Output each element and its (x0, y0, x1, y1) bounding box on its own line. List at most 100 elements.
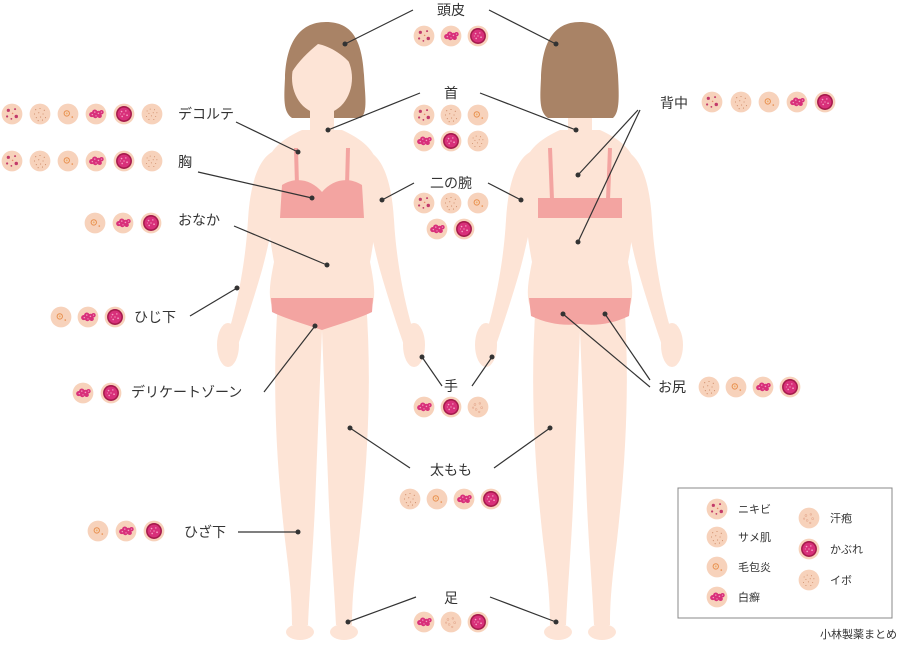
folliculitis-icon (706, 556, 728, 578)
rash-icon (440, 130, 462, 152)
legend-folliculitis: 毛包炎 (738, 561, 771, 574)
icons-hand (413, 396, 489, 418)
front-left-arm (222, 152, 280, 362)
folliculitis-icon (725, 376, 747, 398)
folliculitis-icon (467, 192, 489, 214)
label-hand: 手 (444, 379, 458, 395)
front-right-hand (403, 323, 425, 367)
shark-skin-icon (399, 488, 421, 510)
acne-icon (701, 91, 723, 113)
folliculitis-icon (84, 212, 106, 234)
label-chest: 胸 (178, 155, 192, 171)
region-labels: 頭皮 首 デコルテ 胸 二の腕 背中 おなか ひじ下 手 デリケートゾーン お尻… (131, 3, 688, 607)
icons-decollete (1, 103, 163, 125)
icons-underelbow (50, 306, 126, 328)
ringworm-icon (112, 212, 134, 234)
miliaria-icon (798, 507, 820, 529)
rash-icon (140, 212, 162, 234)
ringworm-icon (85, 150, 107, 172)
back-left-hand (475, 323, 497, 367)
icons-thigh (399, 488, 502, 510)
back-right-hand (661, 323, 683, 367)
ringworm-icon (72, 382, 94, 404)
rash-icon (113, 150, 135, 172)
label-underelbow: ひじ下 (134, 310, 176, 326)
label-belly: おなか (178, 213, 220, 229)
folliculitis-icon (57, 150, 79, 172)
shark-skin-icon (698, 376, 720, 398)
ringworm-icon (752, 376, 774, 398)
front-right-foot (330, 624, 358, 640)
shark-skin-icon (730, 91, 752, 113)
wart-icon (141, 103, 163, 125)
label-decollete: デコルテ (178, 106, 234, 123)
legend-rash: かぶれ (830, 543, 863, 556)
icons-neck (413, 104, 489, 152)
icons-buttocks (698, 376, 801, 398)
icons-upperarm (413, 192, 489, 240)
acne-icon (413, 25, 435, 47)
folliculitis-icon (57, 103, 79, 125)
rash-icon (798, 538, 820, 560)
back-legs (533, 300, 627, 625)
wart-icon (798, 569, 820, 591)
ringworm-icon (453, 488, 475, 510)
rash-icon (779, 376, 801, 398)
label-buttocks: お尻 (658, 380, 686, 396)
credit: 小林製薬まとめ (820, 627, 897, 641)
ringworm-icon (115, 520, 137, 542)
icons-underknee (87, 520, 165, 542)
label-upperarm: 二の腕 (430, 176, 472, 192)
label-scalp: 頭皮 (437, 3, 465, 19)
folliculitis-icon (87, 520, 109, 542)
rash-icon (467, 25, 489, 47)
front-left-hand (217, 323, 239, 367)
folliculitis-icon (50, 306, 72, 328)
front-left-foot (286, 624, 314, 640)
miliaria-icon (467, 396, 489, 418)
back-panties (529, 298, 631, 325)
legend-acne: ニキビ (738, 503, 771, 516)
front-face (292, 42, 352, 114)
back-bra (538, 147, 622, 218)
acne-icon (1, 103, 23, 125)
rash-icon (814, 91, 836, 113)
ringworm-icon (85, 103, 107, 125)
back-hair (540, 22, 619, 118)
front-legs (275, 300, 369, 625)
label-underknee: ひざ下 (184, 524, 226, 541)
leader-dots (234, 41, 608, 625)
label-thigh: 太もも (430, 463, 472, 479)
rash-icon (104, 306, 126, 328)
shark-skin-icon (440, 192, 462, 214)
icons-scalp (413, 25, 489, 47)
label-delicate: デリケートゾーン (131, 384, 242, 401)
acne-icon (413, 104, 435, 126)
folliculitis-icon (758, 91, 780, 113)
front-panties (271, 298, 373, 330)
rash-icon (480, 488, 502, 510)
miliaria-icon (440, 611, 462, 633)
back-figure (475, 22, 683, 640)
legend-miliaria: 汗疱 (830, 511, 852, 525)
folliculitis-icon (426, 488, 448, 510)
rash-icon (100, 382, 122, 404)
back-right-foot (588, 624, 616, 640)
ringworm-icon (413, 130, 435, 152)
label-back: 背中 (660, 96, 688, 112)
ringworm-icon (706, 586, 728, 608)
rash-icon (453, 218, 475, 240)
ringworm-icon (786, 91, 808, 113)
legend-shark: サメ肌 (738, 531, 771, 544)
front-bra (280, 147, 364, 218)
back-left-arm (480, 152, 538, 362)
wart-icon (141, 150, 163, 172)
shark-skin-icon (29, 150, 51, 172)
front-hair-top (292, 28, 356, 72)
icons-foot (413, 611, 489, 633)
rash-icon (440, 396, 462, 418)
front-figure (217, 22, 425, 640)
ringworm-icon (426, 218, 448, 240)
legend-wart: イボ (830, 574, 852, 587)
